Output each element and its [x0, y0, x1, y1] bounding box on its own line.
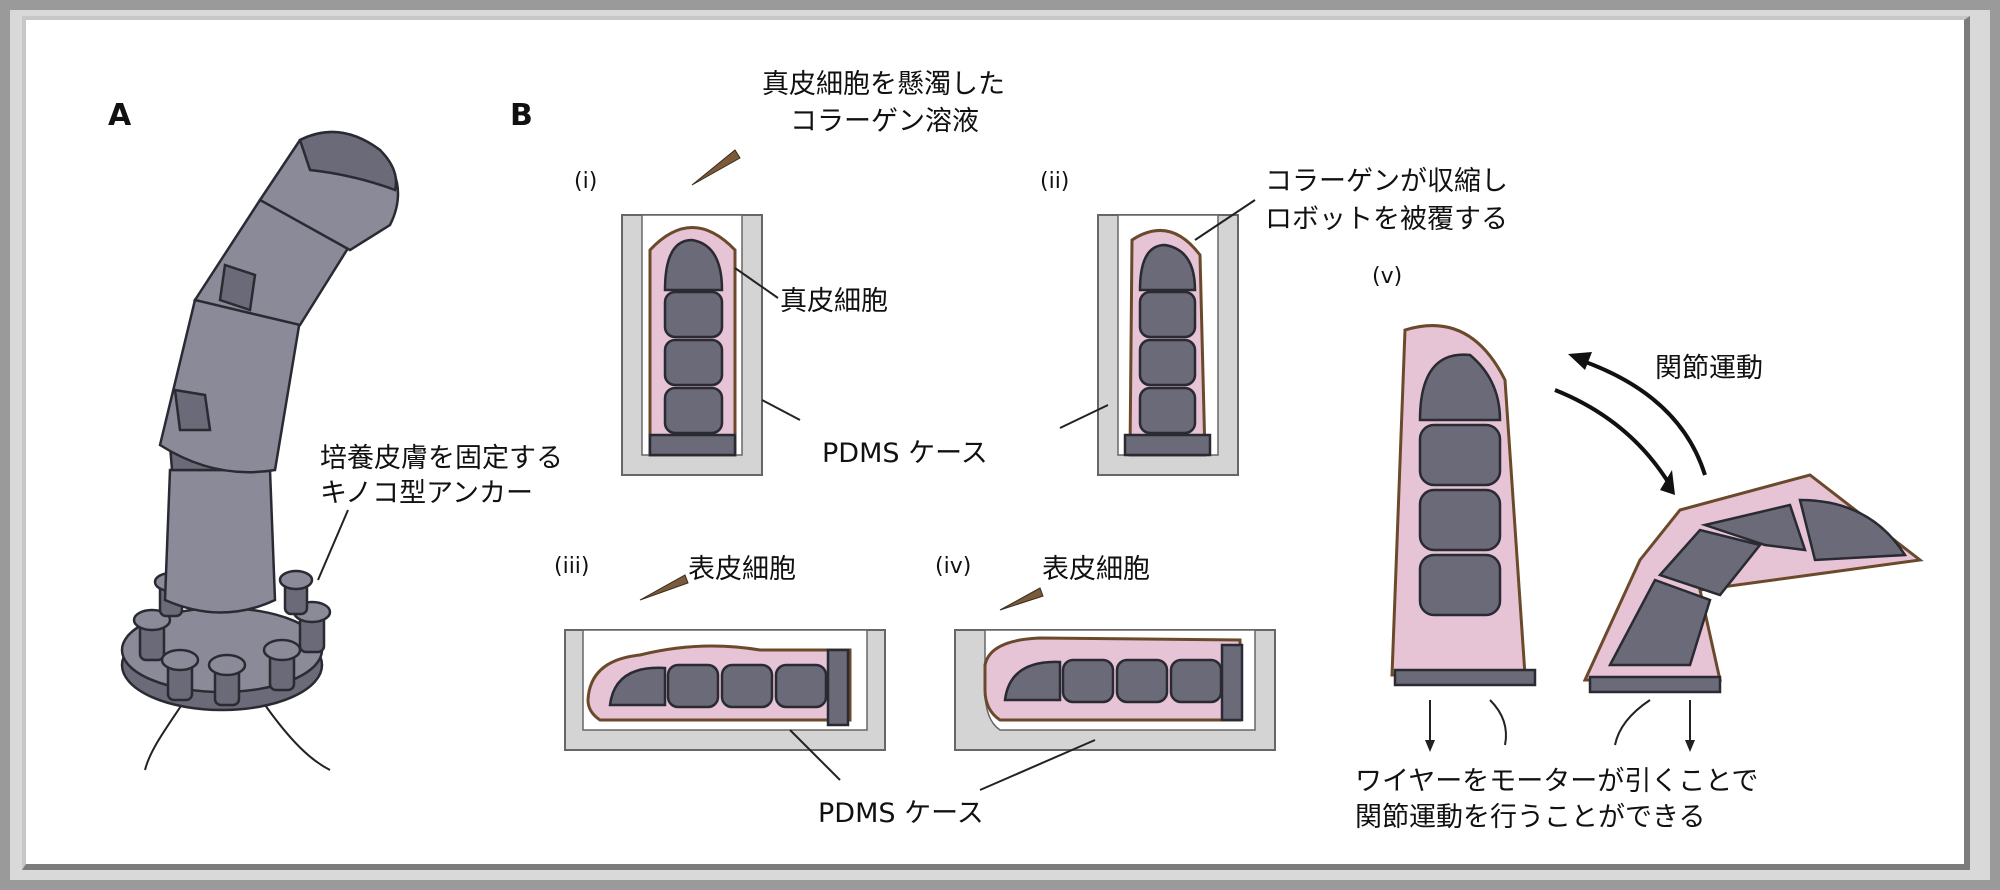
shrink-label-line1: コラーゲンが収縮し — [1265, 166, 1508, 197]
segment-2 — [158, 298, 302, 474]
case-leader-ii — [1059, 404, 1109, 429]
epidermal-label-iv: 表皮細胞 — [1042, 554, 1150, 585]
subpanel-i-label: (i) — [574, 169, 597, 194]
shrink-label-line2: ロボットを被覆する — [1265, 204, 1508, 235]
motion-arrow-down — [1554, 388, 1672, 487]
case-leader-i — [761, 399, 801, 421]
pipette-iv — [999, 587, 1044, 611]
collagen-label-line1: 真皮細胞を懸濁した — [762, 69, 1005, 100]
subpanel-v-label: (v) — [1372, 264, 1402, 289]
robot-finger-3d — [120, 130, 400, 771]
robot-stack-i — [648, 238, 737, 457]
case-leader-iv — [979, 739, 1096, 791]
pipette-i — [691, 149, 741, 186]
caption-line1: ワイヤーをモーターが引くことで — [1355, 766, 1758, 797]
wire-left — [144, 699, 186, 771]
robot-stack-v-bent — [1588, 498, 1908, 694]
anchor-label-line2: キノコ型アンカー — [320, 478, 533, 509]
segment-3-window — [218, 263, 257, 312]
mushroom-anchors — [132, 569, 332, 707]
robot-stack-iii — [608, 648, 850, 727]
subpanel-iii-label: (iii) — [554, 554, 590, 579]
panel-b-label: B — [510, 98, 533, 133]
epidermal-label-iii: 表皮細胞 — [688, 554, 796, 585]
segment-1 — [163, 468, 277, 614]
robot-stack-v-straight — [1393, 353, 1537, 687]
wire-right — [264, 704, 331, 771]
robot-stack-iv — [1003, 643, 1244, 722]
joint-motion-label: 関節運動 — [1655, 353, 1763, 384]
wire-pull-arrows — [1425, 699, 1695, 752]
segment-2-window — [173, 388, 212, 432]
pdms-case-label-bottom: PDMS ケース — [818, 798, 984, 829]
motion-arrow-up-head — [1568, 352, 1592, 370]
dermal-leader — [734, 267, 779, 299]
pipette-iii — [639, 574, 689, 601]
caption-line2: 関節運動を行うことができる — [1355, 802, 1705, 833]
robot-stack-ii — [1123, 243, 1212, 457]
subpanel-iv-label: (iv) — [935, 554, 971, 579]
pdms-case-label-top: PDMS ケース — [822, 438, 988, 469]
case-leader-iii — [789, 729, 841, 781]
dermal-label: 真皮細胞 — [780, 286, 888, 317]
anchor-leader — [317, 509, 349, 581]
anchor-label-line1: 培養皮膚を固定する — [320, 443, 563, 474]
subpanel-ii-label: (ii) — [1040, 169, 1069, 194]
panel-a-label: A — [108, 98, 132, 133]
fingertip-cap — [298, 130, 398, 192]
motion-arrow-down-head — [1660, 470, 1675, 495]
shrink-leader — [1194, 199, 1256, 241]
motion-arrow-up — [1579, 358, 1707, 476]
collagen-label-line2: コラーゲン溶液 — [790, 106, 979, 137]
